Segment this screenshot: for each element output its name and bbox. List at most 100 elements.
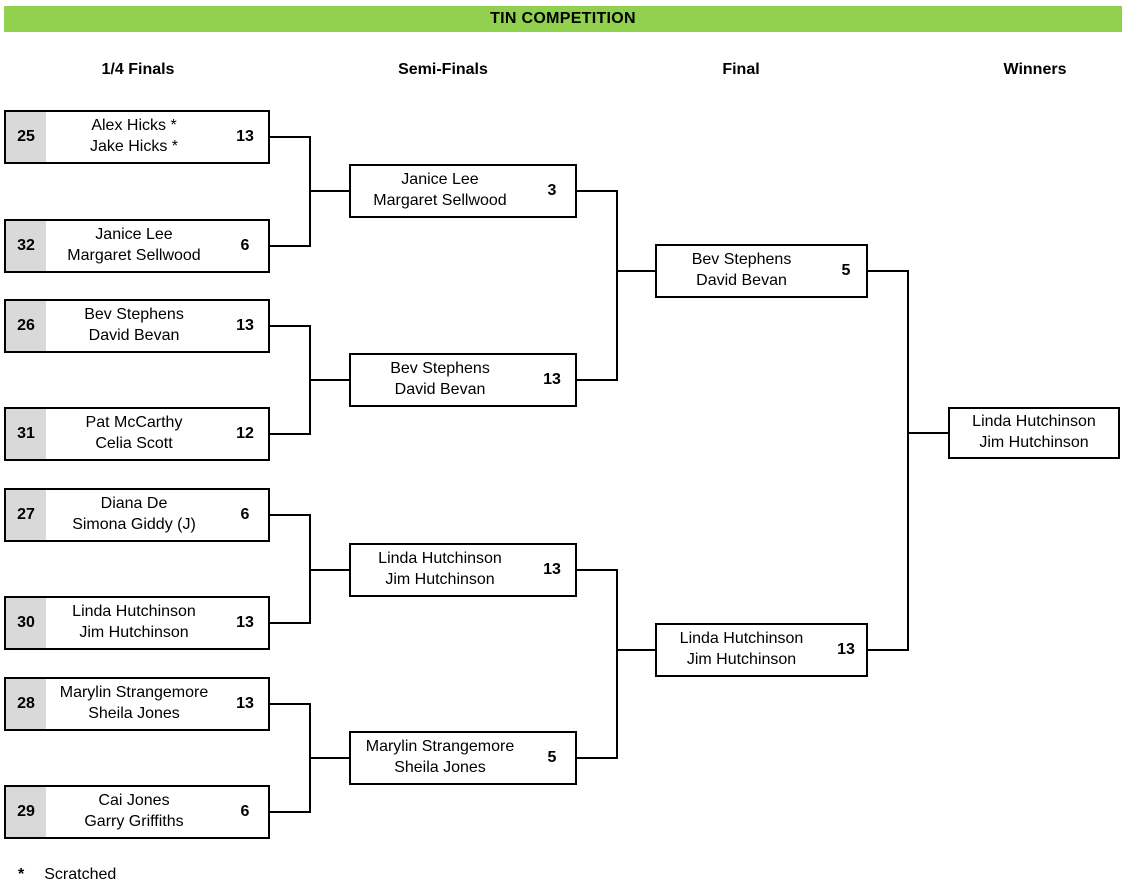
column-header-final: Final xyxy=(722,61,760,78)
match-score: 13 xyxy=(236,317,254,334)
team-names: Bev Stephens David Bevan xyxy=(657,246,826,296)
team-names: Linda Hutchinson Jim Hutchinson xyxy=(950,409,1118,457)
bracket-connector xyxy=(907,270,909,651)
bracket-connector xyxy=(270,433,310,435)
bracket-connector xyxy=(616,270,655,272)
team-name-line: Diana De xyxy=(100,495,168,513)
winner-box: Linda Hutchinson Jim Hutchinson xyxy=(948,407,1120,459)
bracket-connector xyxy=(270,514,310,516)
column-header-winners: Winners xyxy=(1003,61,1067,78)
match-score: 12 xyxy=(236,425,254,442)
seed-number: 27 xyxy=(6,490,46,540)
bracket-connector xyxy=(577,757,617,759)
bracket-connector xyxy=(309,569,349,571)
team-name-line: Bev Stephens xyxy=(691,251,792,269)
team-name-line: Margaret Sellwood xyxy=(373,192,507,209)
team-names: Janice Lee Margaret Sellwood xyxy=(351,166,529,216)
team-name-line: Cai Jones xyxy=(98,792,170,810)
bracket-connector xyxy=(309,379,349,381)
bracket-connector xyxy=(907,432,948,434)
team-names: Alex Hicks * Jake Hicks * xyxy=(46,112,222,162)
qf-match-seed-27: 27 Diana De Simona Giddy (J) 6 xyxy=(4,488,270,542)
team-name-line: Jim Hutchinson xyxy=(979,434,1089,451)
final-match-2: Linda Hutchinson Jim Hutchinson 13 xyxy=(655,623,868,677)
seed-number: 30 xyxy=(6,598,46,648)
seed-number: 29 xyxy=(6,787,46,837)
team-name-line: Janice Lee xyxy=(401,171,479,189)
team-name-line: Pat McCarthy xyxy=(85,414,183,432)
team-names: Linda Hutchinson Jim Hutchinson xyxy=(351,545,529,595)
team-name-line: Marylin Strangemore xyxy=(59,684,209,702)
team-names: Linda Hutchinson Jim Hutchinson xyxy=(46,598,222,648)
team-name-line: Jim Hutchinson xyxy=(686,651,797,668)
team-name-line: Margaret Sellwood xyxy=(67,247,201,264)
bracket-connector xyxy=(868,649,908,651)
bracket-connector xyxy=(616,569,618,759)
bracket-connector xyxy=(270,811,310,813)
title-bar: TIN COMPETITION xyxy=(4,6,1122,32)
match-score: 6 xyxy=(240,237,250,254)
sf-match-1: Janice Lee Margaret Sellwood 3 xyxy=(349,164,577,218)
team-names: Diana De Simona Giddy (J) xyxy=(46,490,222,540)
team-name-line: Alex Hicks * xyxy=(91,117,177,135)
team-name-line: Linda Hutchinson xyxy=(72,603,196,621)
seed-number: 31 xyxy=(6,409,46,459)
bracket-connector xyxy=(577,569,617,571)
bracket-connector xyxy=(868,270,908,272)
team-name-line: Marylin Strangemore xyxy=(365,738,515,756)
bracket-connector xyxy=(577,190,617,192)
bracket-connector xyxy=(270,622,310,624)
team-name-line: Simona Giddy (J) xyxy=(72,516,196,533)
bracket-connector xyxy=(270,325,310,327)
team-names: Bev Stephens David Bevan xyxy=(351,355,529,405)
bracket-connector xyxy=(270,136,310,138)
match-score: 13 xyxy=(543,561,561,578)
qf-match-seed-31: 31 Pat McCarthy Celia Scott 12 xyxy=(4,407,270,461)
seed-number: 25 xyxy=(6,112,46,162)
seed-number: 26 xyxy=(6,301,46,351)
team-name-line: Garry Griffiths xyxy=(84,813,184,830)
team-names: Janice Lee Margaret Sellwood xyxy=(46,221,222,271)
team-name-line: Sheila Jones xyxy=(394,759,486,776)
scratched-label: Scratched xyxy=(44,866,117,883)
bracket-connector xyxy=(616,190,618,381)
team-names: Bev Stephens David Bevan xyxy=(46,301,222,351)
team-name-line: Jim Hutchinson xyxy=(79,624,189,641)
team-name-line: Jake Hicks * xyxy=(89,138,179,155)
qf-match-seed-29: 29 Cai Jones Garry Griffiths 6 xyxy=(4,785,270,839)
column-header-semi-finals: Semi-Finals xyxy=(398,61,488,78)
team-name-line: Sheila Jones xyxy=(88,705,180,722)
match-score: 5 xyxy=(547,749,557,766)
seed-number: 28 xyxy=(6,679,46,729)
team-name-line: David Bevan xyxy=(394,381,486,398)
scratched-footnote: * Scratched xyxy=(18,866,116,884)
sf-match-2: Bev Stephens David Bevan 13 xyxy=(349,353,577,407)
match-score: 13 xyxy=(236,128,254,145)
match-score: 6 xyxy=(240,506,250,523)
team-names: Marylin Strangemore Sheila Jones xyxy=(351,733,529,783)
qf-match-seed-28: 28 Marylin Strangemore Sheila Jones 13 xyxy=(4,677,270,731)
bracket-connector xyxy=(270,245,310,247)
team-name-line: Celia Scott xyxy=(95,435,173,452)
team-name-line: Linda Hutchinson xyxy=(378,550,502,568)
sf-match-3: Linda Hutchinson Jim Hutchinson 13 xyxy=(349,543,577,597)
bracket-connector xyxy=(309,757,349,759)
qf-match-seed-25: 25 Alex Hicks * Jake Hicks * 13 xyxy=(4,110,270,164)
qf-match-seed-30: 30 Linda Hutchinson Jim Hutchinson 13 xyxy=(4,596,270,650)
asterisk-symbol: * xyxy=(18,866,25,883)
column-header-quarter-finals: 1/4 Finals xyxy=(101,61,175,78)
bracket-connector xyxy=(616,649,655,651)
qf-match-seed-32: 32 Janice Lee Margaret Sellwood 6 xyxy=(4,219,270,273)
team-name-line: Bev Stephens xyxy=(390,360,490,378)
team-name-line: Jim Hutchinson xyxy=(385,571,495,588)
match-score: 3 xyxy=(547,182,557,199)
bracket-connector xyxy=(309,190,349,192)
team-name-line: Bev Stephens xyxy=(84,306,184,324)
match-score: 13 xyxy=(236,614,254,631)
sf-match-4: Marylin Strangemore Sheila Jones 5 xyxy=(349,731,577,785)
team-name-line: Linda Hutchinson xyxy=(972,413,1096,431)
qf-match-seed-26: 26 Bev Stephens David Bevan 13 xyxy=(4,299,270,353)
page-title: TIN COMPETITION xyxy=(490,10,636,27)
team-names: Pat McCarthy Celia Scott xyxy=(46,409,222,459)
